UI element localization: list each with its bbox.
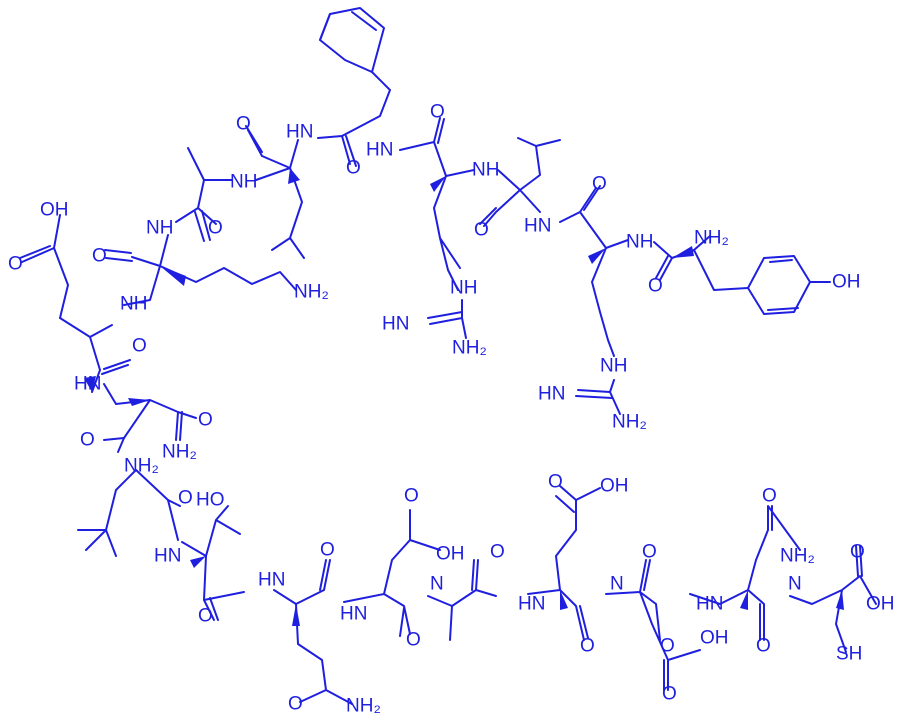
atom-label: NH₂	[694, 228, 729, 249]
atom-label: HN	[286, 122, 313, 143]
atom-label: NH	[450, 278, 477, 299]
atom-label: NH	[626, 232, 653, 253]
atom-label: O	[660, 636, 675, 657]
atom-label: NH₂	[780, 546, 815, 567]
atom-label: HN	[340, 604, 367, 625]
atom-label: NH₂	[346, 696, 381, 717]
atom-label: O	[548, 472, 563, 493]
atom-label: NH₂	[124, 456, 159, 477]
atom-label: OH	[600, 476, 629, 497]
atom-label: SH	[836, 644, 862, 665]
atom-label: O	[592, 174, 607, 195]
atom-label: HN	[258, 570, 285, 591]
atom-label: NH₂	[294, 282, 329, 303]
atom-label: HN	[382, 314, 409, 335]
atom-label: O	[288, 694, 303, 715]
atom-label: O	[756, 636, 771, 657]
atom-label: HN	[518, 594, 545, 615]
atom-labels: OH O NH O NH NH₂ O NH O O HN O HN O NH N…	[8, 102, 895, 717]
bond-lines	[19, 7, 877, 705]
atom-label: N	[610, 574, 624, 595]
atom-label: N	[788, 574, 802, 595]
atom-label: O	[648, 276, 663, 297]
atom-label: O	[580, 636, 595, 657]
atom-label: O	[208, 218, 223, 239]
atom-label: O	[642, 542, 657, 563]
atom-label: O	[178, 488, 193, 509]
atom-label: HN	[538, 384, 565, 405]
atom-label: O	[80, 430, 95, 451]
atom-label: N	[430, 574, 444, 595]
atom-label: O	[132, 336, 147, 357]
atom-label: O	[662, 684, 677, 705]
atom-label: O	[198, 410, 213, 431]
atom-label: HN	[366, 140, 393, 161]
atom-label: NH	[146, 218, 173, 239]
atom-label: HO	[196, 490, 225, 511]
atom-label: O	[762, 486, 777, 507]
atom-label: O	[406, 630, 421, 651]
atom-label: NH	[600, 356, 627, 377]
atom-label: HN	[524, 216, 551, 237]
atom-label: O	[850, 542, 865, 563]
atom-label: NH	[230, 172, 257, 193]
atom-label: HN	[696, 594, 723, 615]
atom-label: HN	[154, 546, 181, 567]
atom-label: O	[92, 246, 107, 267]
atom-label: OH	[866, 594, 895, 615]
atom-label: NH₂	[612, 412, 647, 433]
atom-label: NH₂	[162, 442, 197, 463]
stereo-wedges	[84, 168, 844, 626]
atom-label: NH₂	[452, 338, 487, 359]
atom-label: OH	[436, 544, 465, 565]
atom-label: O	[8, 254, 23, 275]
atom-label: O	[490, 542, 505, 563]
atom-label: O	[198, 606, 213, 627]
atom-label: OH	[700, 628, 729, 649]
atom-label: HN	[74, 374, 101, 395]
atom-label: OH	[832, 272, 861, 293]
atom-label: O	[320, 540, 335, 561]
atom-label: O	[346, 158, 361, 179]
atom-label: O	[474, 220, 489, 241]
atom-label: NH	[472, 160, 499, 181]
atom-label: NH	[120, 294, 147, 315]
atom-label: O	[404, 486, 419, 507]
atom-label: O	[236, 114, 251, 135]
atom-label: OH	[40, 200, 69, 221]
atom-label: O	[430, 102, 445, 123]
